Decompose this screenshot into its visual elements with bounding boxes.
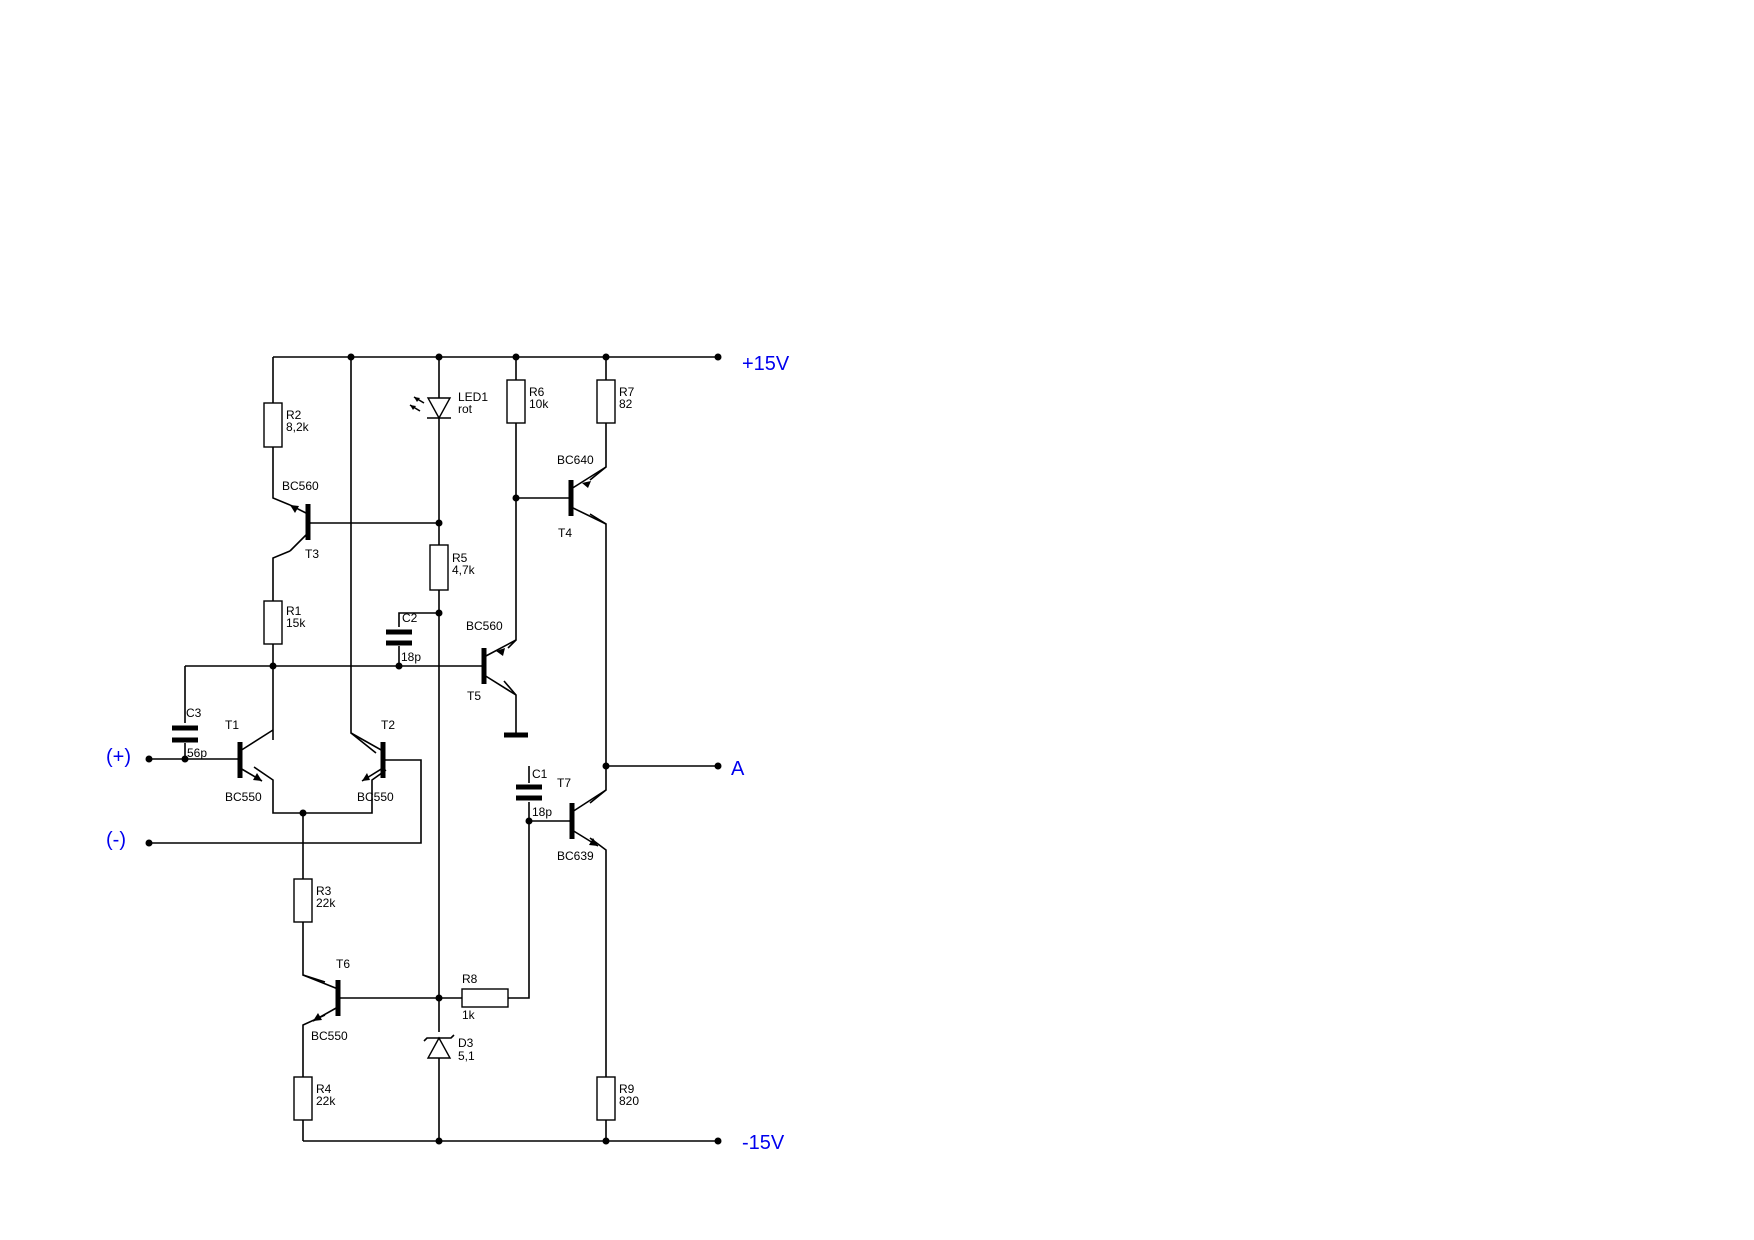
r8-value: 1k	[462, 1008, 476, 1022]
r2-ref: R2	[286, 408, 302, 422]
t4-type: BC640	[557, 453, 594, 467]
r9-ref: R9	[619, 1082, 635, 1096]
r2-value: 8,2k	[286, 420, 310, 434]
resistor-r2: R2 8,2k	[263, 402, 310, 448]
t6-type: BC550	[311, 1029, 348, 1043]
input-minus-terminal: (-)	[106, 759, 422, 851]
t6-ref: T6	[336, 957, 350, 971]
t3-ref: T3	[305, 547, 319, 561]
junctions	[181, 353, 610, 1145]
positive-rail: +15V	[273, 353, 790, 375]
t2-type: BC550	[357, 790, 394, 804]
negative-rail: -15V	[303, 1132, 785, 1154]
led1-ref: LED1	[458, 390, 488, 404]
t7-ref: T7	[557, 776, 571, 790]
capacitor-c2: C2 18p	[386, 611, 421, 664]
t5-type: BC560	[466, 619, 503, 633]
input-minus-label: (-)	[106, 829, 126, 851]
input-plus-label: (+)	[106, 746, 131, 768]
transistor-t4: BC640 T4	[557, 453, 607, 540]
t3-type: BC560	[282, 479, 319, 493]
transistor-t2: T2 BC550	[350, 718, 395, 804]
resistor-r9: R9 820	[596, 1076, 639, 1121]
r4-ref: R4	[316, 1082, 332, 1096]
transistor-t5: BC560 T5	[466, 619, 517, 703]
resistor-r5: R5 4,7k	[429, 544, 476, 591]
c2-value: 18p	[401, 650, 421, 664]
transistor-t1: T1 BC550	[225, 718, 274, 804]
output-terminal: A	[606, 758, 745, 780]
negative-rail-label: -15V	[742, 1132, 785, 1154]
d3-value: 5,1	[458, 1049, 475, 1063]
wires	[184, 357, 607, 1141]
c3-value: 56p	[187, 746, 207, 760]
resistor-r7: R7 82	[596, 379, 635, 424]
t7-type: BC639	[557, 849, 594, 863]
c2-ref: C2	[402, 611, 418, 625]
c1-ref: C1	[532, 767, 548, 781]
capacitor-c1: C1 18p	[516, 767, 552, 819]
r9-value: 820	[619, 1094, 639, 1108]
d3-ref: D3	[458, 1036, 474, 1050]
r8-ref: R8	[462, 972, 478, 986]
r4-value: 22k	[316, 1094, 336, 1108]
c3-ref: C3	[186, 706, 202, 720]
resistor-r6: R6 10k	[506, 379, 549, 424]
r6-value: 10k	[529, 397, 549, 411]
r3-ref: R3	[316, 884, 332, 898]
resistor-r4: R4 22k	[293, 1076, 336, 1121]
r1-value: 15k	[286, 616, 306, 630]
transistor-t3: BC560 T3	[282, 479, 319, 561]
t2-ref: T2	[381, 718, 395, 732]
r1-ref: R1	[286, 604, 302, 618]
r7-value: 82	[619, 397, 633, 411]
t1-ref: T1	[225, 718, 239, 732]
r7-ref: R7	[619, 385, 635, 399]
c1-value: 18p	[532, 805, 552, 819]
resistor-r8: R8 1k	[461, 972, 509, 1022]
r3-value: 22k	[316, 896, 336, 910]
zener-d3: D3 5,1	[423, 1034, 475, 1063]
r5-ref: R5	[452, 551, 468, 565]
led1-value: rot	[458, 402, 473, 416]
resistor-r3: R3 22k	[293, 878, 336, 923]
input-plus-terminal: (+)	[106, 746, 237, 768]
t1-type: BC550	[225, 790, 262, 804]
output-label: A	[731, 758, 745, 780]
led-led1: LED1 rot	[409, 390, 488, 420]
positive-rail-label: +15V	[742, 353, 790, 375]
r6-ref: R6	[529, 385, 545, 399]
r5-value: 4,7k	[452, 563, 476, 577]
resistor-r1: R1 15k	[263, 600, 306, 645]
t5-ref: T5	[467, 689, 481, 703]
capacitor-c3: C3 56p	[172, 706, 207, 760]
transistor-t7: T7 BC639	[557, 776, 607, 863]
t4-ref: T4	[558, 526, 572, 540]
transistor-t6: T6 BC550	[302, 957, 350, 1043]
